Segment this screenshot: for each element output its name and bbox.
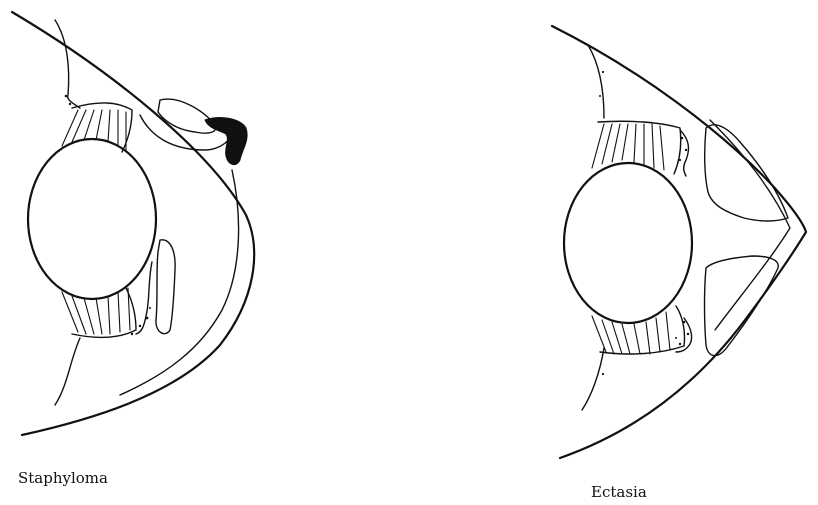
ectasia-inner-cornea-line [710,120,790,330]
staphyloma-label: Staphyloma [18,469,108,487]
ectasia-eye-wall-upper [588,45,604,118]
ectasia-upper-iris [705,125,788,221]
ectasia-lower-iris [705,256,779,356]
ectasia-lens [564,163,692,323]
ectasia-label: Ectasia [591,483,647,501]
ectasia-eye-wall-lower [582,348,604,410]
